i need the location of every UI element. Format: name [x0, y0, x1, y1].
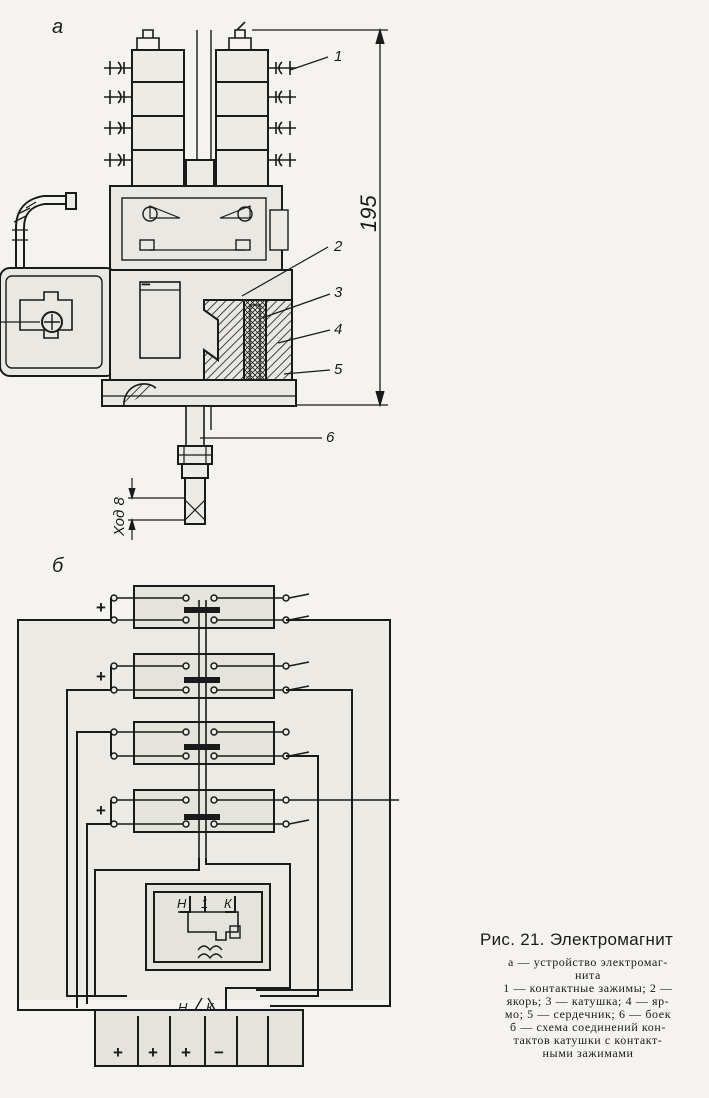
contact-links	[117, 593, 399, 825]
callout-1: 1	[334, 48, 342, 65]
wiring	[17, 598, 391, 1011]
caption-line: ными зажимами	[542, 1046, 634, 1060]
panel-a-label: а	[52, 16, 63, 38]
caption-line: нита	[575, 968, 601, 982]
callout-4: 4	[334, 321, 342, 338]
cable-connector	[0, 192, 117, 377]
coil-housing: Н 1 К	[145, 883, 271, 971]
terminal-screws-left	[104, 61, 132, 167]
lead-terminal-k: К	[206, 1000, 215, 1015]
caption-line: тактов катушки с контакт-	[513, 1033, 663, 1047]
caption-line: б — схема соединений кон-	[510, 1020, 666, 1034]
stroke-dimension: Ход 8	[111, 478, 185, 540]
polarity-markers: + + +	[96, 598, 106, 820]
dimension-value: 195	[356, 195, 381, 232]
lead-terminal-n: Н	[178, 1000, 188, 1015]
panel-b-label: б	[52, 555, 64, 577]
terminal-plus-2: +	[148, 1043, 158, 1062]
panel-a-device: а	[0, 16, 388, 540]
striker	[177, 405, 213, 525]
right-contact-stack	[215, 49, 269, 187]
plus-mark-3: +	[96, 801, 106, 820]
panel-b-scheme: б	[17, 555, 399, 1067]
callout-3: 3	[334, 284, 343, 301]
caption-line: 1 — контактные зажимы; 2 —	[503, 981, 673, 995]
caption-line: а — устройство электромаг-	[507, 955, 669, 969]
callouts: 1 2 3 4 5 6	[200, 48, 343, 446]
caption-line: якорь; 3 — катушка; 4 — яр-	[506, 994, 670, 1008]
coil-terminal-n: Н	[177, 896, 187, 911]
yoke-section	[203, 299, 295, 391]
callout-2: 2	[333, 238, 343, 255]
stroke-label: Ход 8	[111, 497, 128, 537]
callout-5: 5	[334, 361, 343, 378]
coil-terminal-1: 1	[201, 896, 208, 911]
terminal-plus-3: +	[181, 1043, 191, 1062]
caption-line: мо; 5 — сердечник; 6 — боек	[504, 1007, 672, 1021]
body-minus-mark: −	[141, 275, 151, 294]
contact-bridges	[184, 607, 220, 820]
base-plate	[101, 379, 297, 407]
plus-mark-2: +	[96, 667, 106, 686]
terminal-screws-right	[268, 61, 296, 167]
callout-6: 6	[326, 429, 335, 446]
caption-title: Рис. 21. Электромагнит	[480, 930, 674, 949]
terminal-minus: −	[214, 1043, 224, 1062]
dimension-195: 195	[252, 27, 388, 408]
terminal-plus-1: +	[113, 1043, 123, 1062]
figure-caption: Рис. 21. Электромагнит а — устройство эл…	[470, 930, 706, 1060]
left-contact-stack	[131, 49, 185, 187]
upper-housing	[109, 185, 289, 271]
top-nuts	[136, 21, 252, 50]
plus-mark-1: +	[96, 598, 106, 617]
coil-terminal-k: К	[224, 896, 233, 911]
terminal-strip: + + + −	[94, 1009, 304, 1067]
